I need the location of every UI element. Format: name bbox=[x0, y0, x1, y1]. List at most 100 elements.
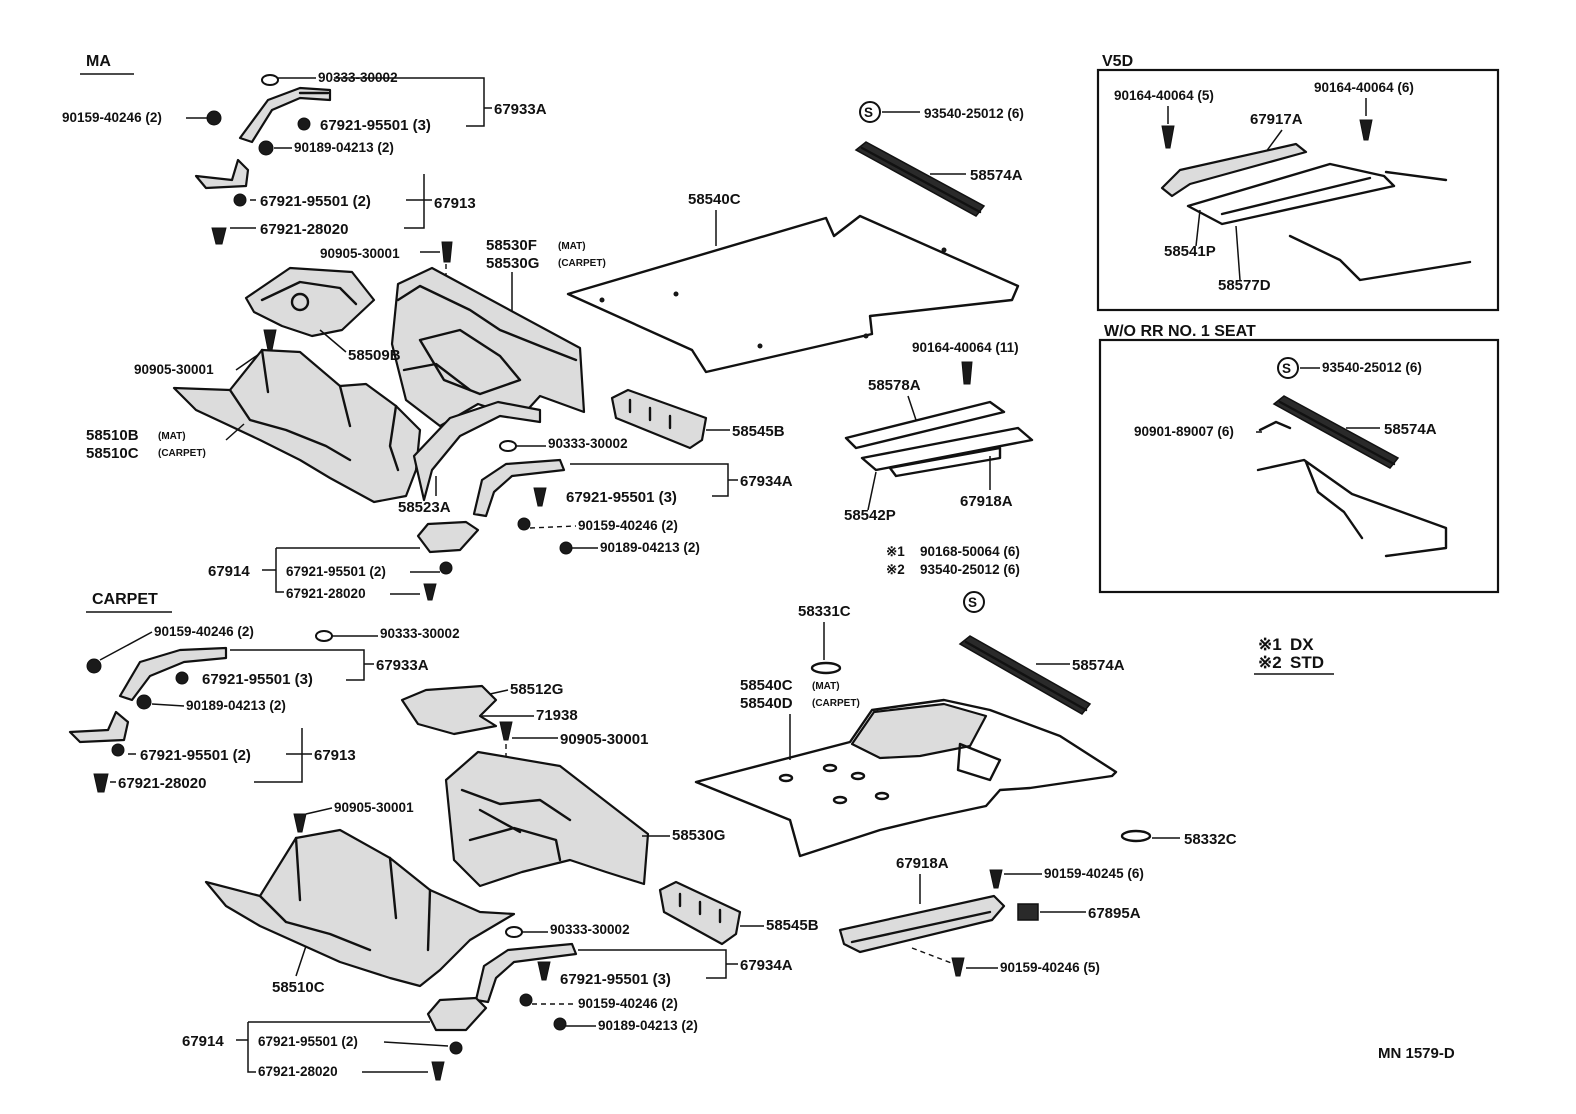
part-label-58510c: 58510C bbox=[86, 445, 139, 462]
part-label-90189-04213: 90189-04213 (2) bbox=[294, 140, 394, 155]
part-label-90333-30002: 90333-30002 bbox=[380, 626, 460, 641]
part-label-67933a: 67933A bbox=[494, 101, 547, 118]
part-label-67921-28020: 67921-28020 bbox=[118, 775, 206, 792]
clip-icon bbox=[261, 74, 279, 86]
scuff-strip-58574a-lower bbox=[958, 635, 1092, 715]
part-label-67921-95501: 67921-95501 (2) bbox=[286, 564, 386, 579]
mark-1: ※1 bbox=[886, 544, 905, 559]
legend-text-std: STD bbox=[1290, 653, 1324, 672]
carpet-58530g-rear-carpet bbox=[444, 750, 650, 888]
s-mark-glyph: S bbox=[864, 105, 873, 120]
part-label-58574a: 58574A bbox=[970, 167, 1023, 184]
part-label-58523a: 58523A bbox=[398, 499, 451, 516]
part-label-90159-40246: 90159-40246 (2) bbox=[62, 110, 162, 125]
part-label-58540c: 58540C bbox=[740, 677, 793, 694]
part-label-90164-40064: 90164-40064 (11) bbox=[912, 340, 1019, 355]
s-mark-icon bbox=[859, 101, 881, 123]
clip-icon bbox=[441, 241, 453, 263]
clip-icon bbox=[93, 773, 109, 793]
legend-mark-2: ※2 bbox=[1258, 653, 1282, 672]
part-label-90901-89007: 90901-89007 (6) bbox=[1134, 424, 1234, 439]
nut-icon bbox=[136, 694, 152, 710]
s-mark-glyph: S bbox=[1282, 361, 1291, 376]
clip-icon bbox=[297, 117, 311, 131]
part-label-67921-28020: 67921-28020 bbox=[286, 586, 366, 601]
part-label-58574a: 58574A bbox=[1384, 421, 1437, 438]
part-label-67895a: 67895A bbox=[1088, 905, 1141, 922]
carpet-58512g-pad bbox=[400, 684, 498, 736]
part-label-58577d: 58577D bbox=[1218, 277, 1271, 294]
s-mark-icon bbox=[1277, 357, 1299, 379]
ma-58545b-bracket bbox=[610, 388, 708, 450]
wo-rr-seat-scuff-strip bbox=[1272, 395, 1400, 469]
part-label-58332c: 58332C bbox=[1184, 831, 1237, 848]
part-label-67914: 67914 bbox=[182, 1033, 224, 1050]
clip-icon bbox=[439, 561, 453, 575]
part-label-58509b: 58509B bbox=[348, 347, 401, 364]
part-label-93540-25012: 93540-25012 (6) bbox=[1322, 360, 1422, 375]
plate-58578a bbox=[844, 400, 1006, 450]
part-label-67921-28020: 67921-28020 bbox=[260, 221, 348, 238]
part-label-67921-95501: 67921-95501 (3) bbox=[202, 671, 313, 688]
part-label-58545b: 58545B bbox=[766, 917, 819, 934]
bolt-icon bbox=[1161, 125, 1175, 149]
part-label-90905-30001: 90905-30001 bbox=[320, 246, 400, 261]
part-label-67921-95501: 67921-95501 (3) bbox=[560, 971, 671, 988]
ma-58523a-trim-panel bbox=[412, 400, 542, 502]
upper-floor-mat-58540c bbox=[566, 214, 1020, 374]
part-label-67913: 67913 bbox=[434, 195, 476, 212]
bolt-icon bbox=[961, 361, 973, 385]
v5d-sill-plate bbox=[1160, 142, 1396, 226]
part-label-58510c: 58510C bbox=[272, 979, 325, 996]
part-label-90159-40246: 90159-40246 (2) bbox=[578, 518, 678, 533]
part-label-67934a: 67934A bbox=[740, 473, 793, 490]
legend-text-dx: DX bbox=[1290, 635, 1314, 654]
part-label-90189-04213: 90189-04213 (2) bbox=[186, 698, 286, 713]
bolt-icon bbox=[1359, 119, 1373, 141]
part-label-90164-40064: 90164-40064 (6) bbox=[1314, 80, 1414, 95]
qualifier-carpet: (CARPET) bbox=[812, 698, 860, 709]
part-label-67917a: 67917A bbox=[1250, 111, 1303, 128]
carpet-58545b-bracket bbox=[658, 880, 742, 946]
nut-icon bbox=[553, 1017, 567, 1031]
mark-2: ※2 bbox=[886, 562, 905, 577]
part-label-90905-30001: 90905-30001 bbox=[560, 731, 648, 748]
clip-icon bbox=[499, 721, 513, 741]
screw-icon bbox=[519, 993, 533, 1007]
part-label-90189-04213: 90189-04213 (2) bbox=[598, 1018, 698, 1033]
section-heading-wo-rr-seat: W/O RR NO. 1 SEAT bbox=[1104, 323, 1256, 340]
ma-67933a-trim-cover bbox=[238, 86, 332, 144]
qualifier-carpet: (CARPET) bbox=[158, 448, 206, 459]
qualifier-mat: (MAT) bbox=[812, 681, 840, 692]
screw-icon bbox=[951, 957, 965, 977]
part-label-58574a: 58574A bbox=[1072, 657, 1125, 674]
part-label-67921-95501: 67921-95501 (2) bbox=[140, 747, 251, 764]
part-label-67921-95501: 67921-95501 (2) bbox=[258, 1034, 358, 1049]
clip-icon bbox=[175, 671, 189, 685]
ma-58510-front-mat bbox=[172, 348, 422, 504]
clip-icon bbox=[1017, 903, 1039, 921]
ma-58509b-mat-panel bbox=[244, 266, 376, 338]
legend-mark-1: ※1 bbox=[1258, 635, 1282, 654]
part-label-58510b: 58510B bbox=[86, 427, 139, 444]
part-label-58541p: 58541P bbox=[1164, 243, 1216, 260]
screw-icon bbox=[989, 869, 1003, 889]
part-label-90159-40246: 90159-40246 (2) bbox=[578, 996, 678, 1011]
part-label-67921-95501: 67921-95501 (3) bbox=[320, 117, 431, 134]
clip-icon bbox=[423, 583, 437, 601]
part-label-90333-30002: 90333-30002 bbox=[548, 436, 628, 451]
part-label-58331c: 58331C bbox=[798, 603, 851, 620]
part-label-58530g: 58530G bbox=[672, 827, 725, 844]
qualifier-mat: (MAT) bbox=[558, 241, 586, 252]
qualifier-mat: (MAT) bbox=[158, 431, 186, 442]
part-label-58545b: 58545B bbox=[732, 423, 785, 440]
part-label-90905-30001: 90905-30001 bbox=[134, 362, 214, 377]
part-label-93540-25012: 93540-25012 (6) bbox=[924, 106, 1024, 121]
part-label-67921-28020: 67921-28020 bbox=[258, 1064, 338, 1079]
part-label-58578a: 58578A bbox=[868, 377, 921, 394]
part-label-71938: 71938 bbox=[536, 707, 578, 724]
screw-icon bbox=[517, 517, 531, 531]
part-label-90189-04213: 90189-04213 (2) bbox=[600, 540, 700, 555]
nut-icon bbox=[258, 140, 274, 156]
